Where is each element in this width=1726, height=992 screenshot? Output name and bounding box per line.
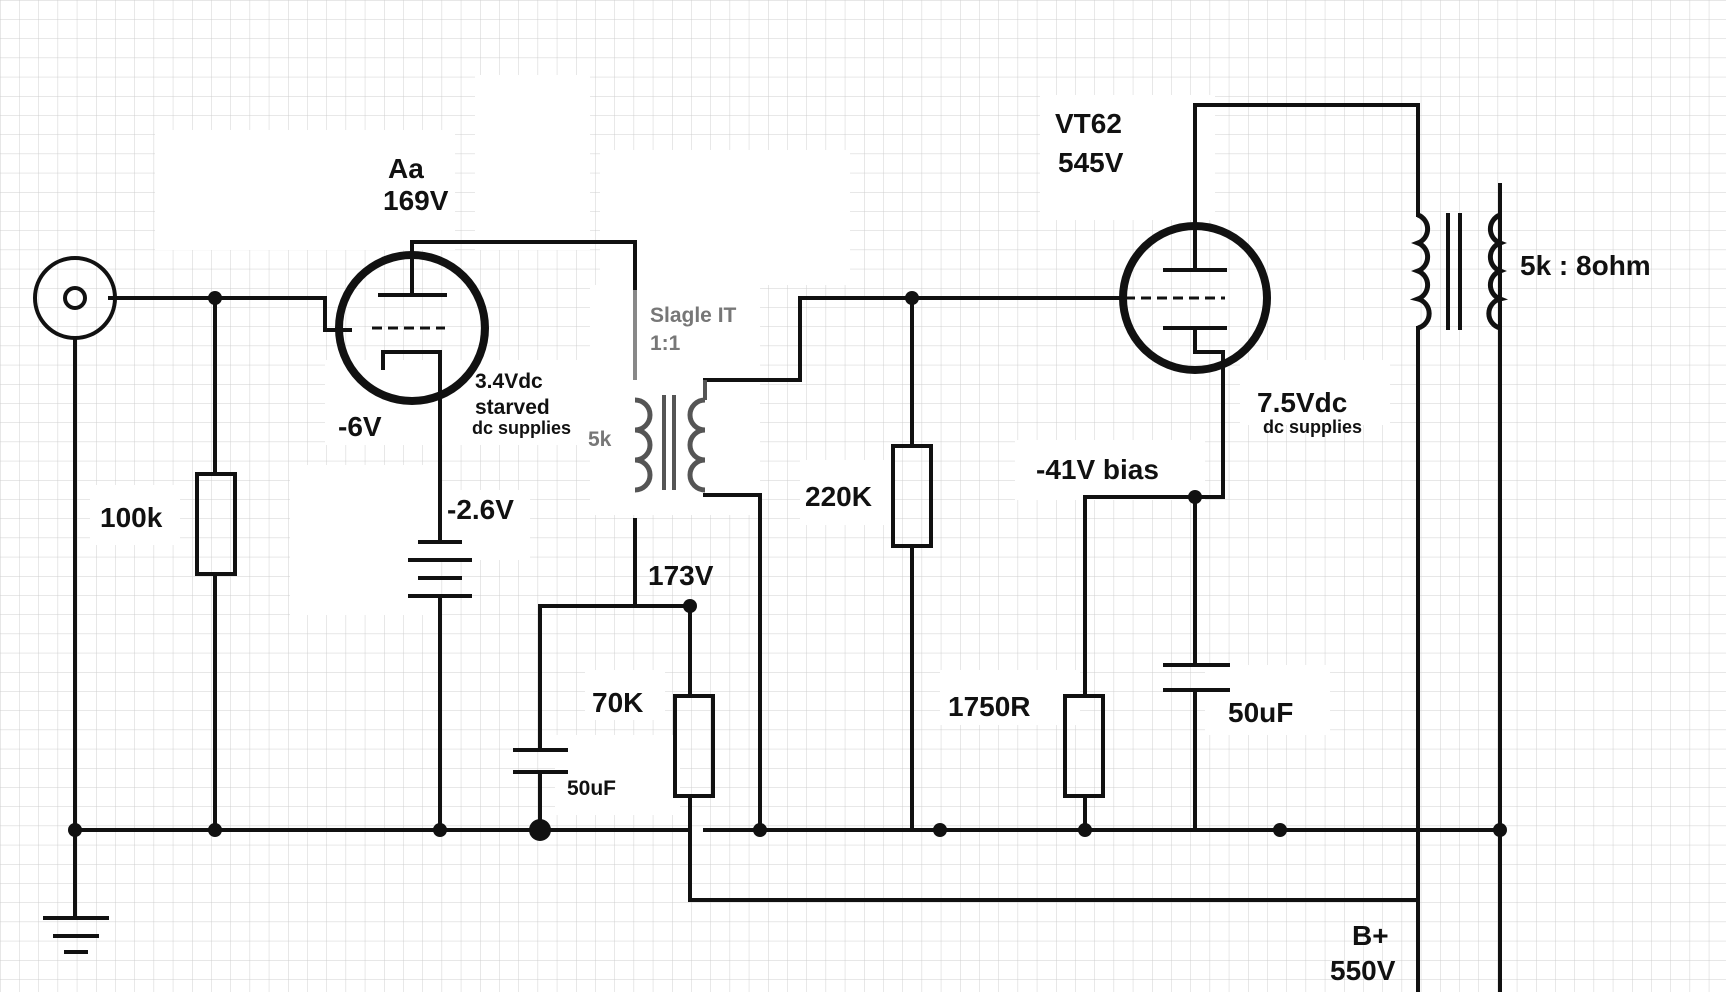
c-cathode-label: 50uF — [1228, 697, 1293, 728]
input-battery-voltage: -2.6V — [447, 494, 514, 525]
output-tube-name: VT62 — [1055, 108, 1122, 139]
input-tube-voltage: 169V — [383, 185, 449, 216]
resistor-70k-icon — [673, 694, 715, 798]
resistor-220k-icon — [891, 444, 933, 548]
output-transformer-icon — [1409, 212, 1509, 331]
input-grid-bias: -6V — [338, 411, 382, 442]
output-transformer-label: 5k : 8ohm — [1520, 250, 1651, 281]
triode-vt62-icon — [1119, 222, 1271, 374]
ground-icon — [43, 916, 109, 954]
wires — [73, 103, 1502, 992]
battery-icon — [408, 540, 472, 598]
triode-aa-icon — [335, 251, 489, 405]
supply-label: B+ — [1352, 920, 1389, 951]
r-grid2-label: 220K — [805, 481, 872, 512]
capacitor-50uf-small-icon — [513, 748, 568, 774]
label-patches — [90, 75, 1390, 815]
resistor-1750r-icon — [1063, 694, 1105, 798]
interstage-transformer-icon — [633, 290, 707, 493]
junction-dots — [68, 291, 1507, 841]
interstage-primary: 5k — [588, 428, 612, 451]
resistor-100k-icon — [195, 472, 237, 576]
c-decouple-label: 50uF — [567, 777, 616, 800]
input-tube-name: Aa — [388, 153, 424, 184]
output-supply-note: dc supplies — [1263, 417, 1362, 437]
r-grid-label: 100k — [100, 502, 163, 533]
input-supply-note2: dc supplies — [472, 418, 571, 438]
input-supply-note1: starved — [475, 396, 550, 419]
output-bias-label: -41V bias — [1036, 454, 1159, 485]
interstage-name: Slagle IT — [650, 304, 737, 327]
output-tube-voltage: 545V — [1058, 147, 1124, 178]
r-cathode-label: 1750R — [948, 691, 1031, 722]
output-supply-voltage: 7.5Vdc — [1257, 387, 1347, 418]
input-supply-voltage: 3.4Vdc — [475, 370, 543, 393]
capacitor-50uf-cathode-icon — [1163, 663, 1230, 692]
interstage-ratio: 1:1 — [650, 332, 681, 355]
r-load-label: 70K — [592, 687, 643, 718]
supply-voltage: 550V — [1330, 955, 1396, 986]
input-jack-icon — [33, 256, 117, 340]
node-voltage-label: 173V — [648, 560, 714, 591]
